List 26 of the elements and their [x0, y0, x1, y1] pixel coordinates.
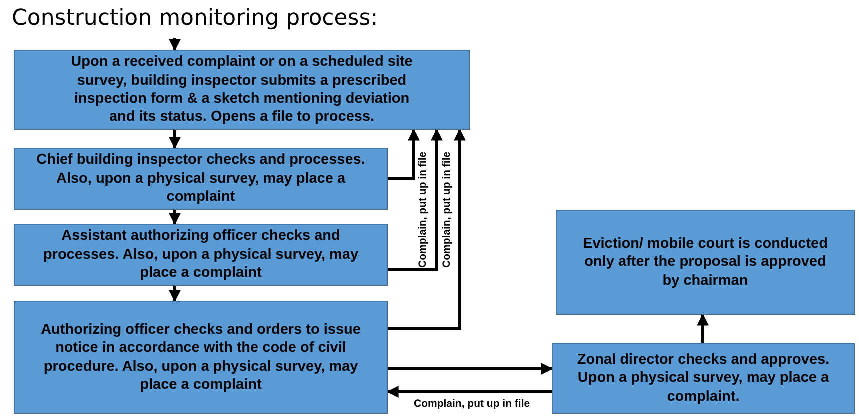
box-text: Eviction/ mobile court is conducted only after the proposal is approved by chairman — [583, 236, 828, 289]
arrow — [697, 314, 709, 343]
box-text: Upon a received complaint or on a scheduled site survey, building inspector submits a prescribed inspection form & a sketch mentioning deviation and its status. Opens a file to process. — [71, 54, 413, 126]
arrow — [169, 38, 181, 52]
process-box — [556, 210, 855, 315]
process-box — [14, 224, 388, 286]
box-text: Chief building inspector checks and processes. Also, upon a physical survey, may place a complaint — [36, 152, 366, 206]
process-box — [14, 301, 388, 414]
process-box — [14, 148, 388, 210]
arrow — [169, 286, 181, 302]
arrow — [388, 128, 443, 272]
edge-label: Complain, put up in file — [418, 152, 430, 268]
arrow — [388, 128, 420, 180]
diagram-title: Construction monitoring process: — [12, 6, 378, 31]
box-text: Zonal director checks and approves. Upon a physical survey, may place a complaint. — [577, 352, 830, 405]
box-text: Assistant authorizing officer checks and processes. Also, upon a physical survey, may place a complaint — [43, 228, 359, 282]
edge-label: Complain, put up in file — [414, 399, 530, 411]
arrow — [388, 128, 466, 330]
arrow — [388, 363, 554, 375]
arrow — [386, 386, 552, 398]
arrow — [169, 130, 181, 150]
process-box — [552, 343, 855, 414]
edge-label: Complain, put up in file — [442, 152, 454, 268]
arrow — [169, 210, 181, 226]
process-box — [14, 50, 470, 130]
box-text: Authorizing officer checks and orders to issue notice in accordance with the code of civil procedure. Also, upon a physical survey, may place a complaint — [41, 322, 361, 393]
